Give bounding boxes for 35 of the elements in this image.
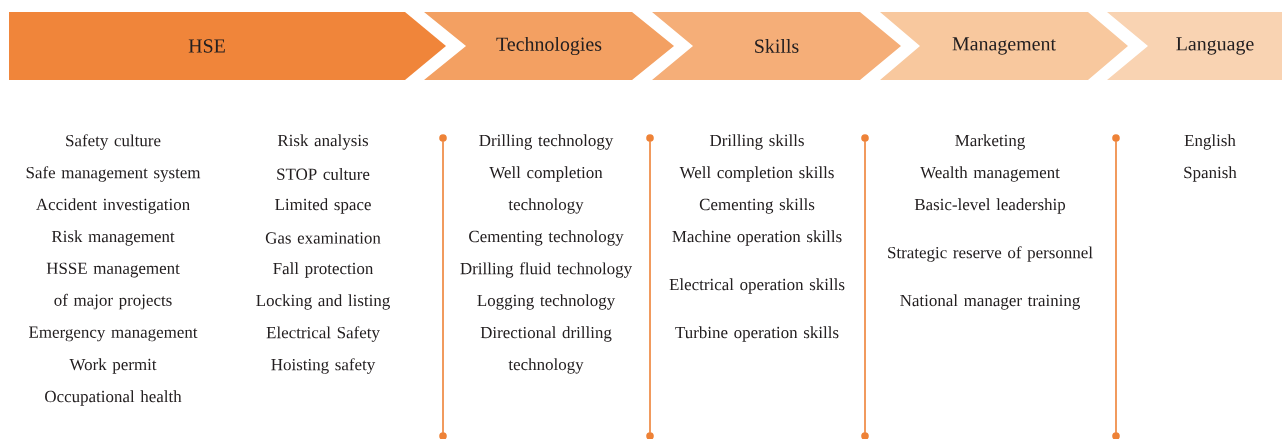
list-item: Risk analysis: [277, 134, 369, 150]
list-item: Marketing: [955, 134, 1025, 150]
list-item: Machine operation skills: [672, 230, 842, 246]
list-item: Drilling technology: [479, 134, 614, 150]
list-item: Work permit: [69, 358, 157, 374]
list-item: Logging technology: [477, 294, 616, 310]
list-item: Safety culture: [66, 134, 161, 150]
list-item: Well completion skills: [679, 166, 834, 182]
list-item: HSSE management of major projects: [46, 262, 180, 310]
list-item: National manager training: [900, 294, 1080, 310]
list-item: Cementing technology: [469, 230, 624, 246]
list-item: Accident investigation: [36, 198, 190, 214]
list-item: Emergency management: [29, 326, 198, 342]
list-item: STOP culture: [277, 168, 370, 180]
list-item: Spanish: [1184, 166, 1237, 182]
list-item: Hoisting safety: [271, 358, 376, 374]
list-item: Turbine operation skills: [675, 326, 839, 342]
list-item: Well completion technology: [489, 166, 603, 214]
list-item: Wealth management: [920, 166, 1060, 182]
list-item: Basic-level leadership: [914, 198, 1066, 214]
list-item: Limited space: [275, 198, 371, 214]
list-item: Locking and listing: [256, 294, 390, 310]
list-item: Cementing skills: [699, 198, 815, 214]
list-item: Safe management system: [26, 166, 201, 182]
list-item: Drilling fluid technology: [460, 262, 633, 278]
list-item: Strategic reserve of personnel: [888, 246, 1093, 262]
list-item: Electrical operation skills: [669, 278, 845, 294]
list-item: Fall protection: [273, 262, 374, 278]
list-item: Occupational health: [45, 390, 182, 406]
list-item: Drilling skills: [709, 134, 804, 150]
list-item: Directional drilling technology: [480, 326, 612, 374]
list-item: Risk management: [51, 230, 175, 246]
list-item: Electrical Safety: [266, 326, 380, 342]
list-item: English: [1184, 134, 1236, 150]
list-item: Gas examination: [265, 232, 381, 244]
